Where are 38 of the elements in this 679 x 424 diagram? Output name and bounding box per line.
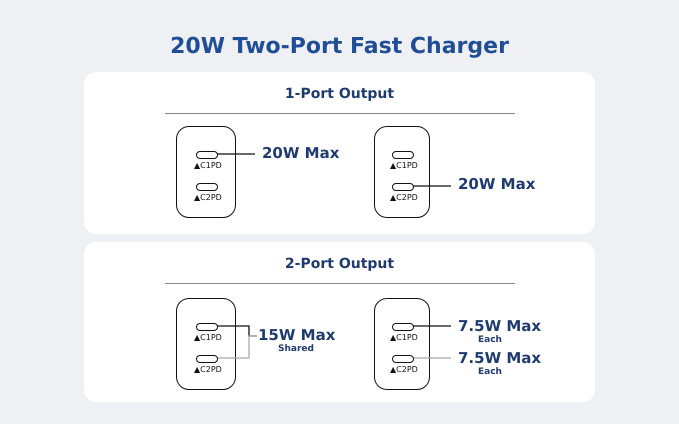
port-label: ▲C2PD: [194, 193, 222, 202]
title: 20W Two-Port Fast Charger: [169, 34, 510, 59]
leader-line: [217, 335, 257, 359]
power-rating: 7.5W Max: [458, 349, 542, 367]
port-label: ▲C1PD: [194, 333, 222, 342]
leader-line: [413, 357, 451, 359]
rating-note: Shared: [277, 344, 315, 354]
port-label: ▲C2PD: [194, 365, 222, 374]
port-label: ▲C2PD: [390, 193, 418, 202]
usb-c-port-icon: [196, 355, 218, 363]
charger-outline: [374, 126, 430, 218]
panel-card: [84, 72, 595, 234]
section-heading: 2-Port Output: [284, 256, 396, 272]
usb-c-port-icon: [196, 323, 218, 331]
power-rating: 15W Max: [258, 326, 336, 344]
port-label: ▲C1PD: [390, 333, 418, 342]
usb-c-port-icon: [392, 151, 414, 159]
section-heading: 1-Port Output: [284, 86, 396, 102]
charger-outline: [374, 298, 430, 390]
panel-card: [84, 242, 595, 402]
leader-line: [413, 325, 451, 327]
leader-line: [413, 185, 451, 187]
usb-c-port-icon: [196, 151, 218, 159]
usb-c-port-icon: [196, 183, 218, 191]
port-label: ▲C2PD: [390, 365, 418, 374]
charger-outline: [176, 126, 236, 218]
rating-note: Each: [477, 335, 503, 345]
charger-outline: [176, 298, 236, 390]
port-label: ▲C1PD: [390, 161, 418, 170]
usb-c-port-icon: [392, 355, 414, 363]
power-rating: 7.5W Max: [458, 317, 542, 335]
rating-note: Each: [477, 367, 503, 377]
leader-line: [217, 153, 255, 155]
port-label: ▲C1PD: [194, 161, 222, 170]
usb-c-port-icon: [392, 323, 414, 331]
power-rating: 20W Max: [458, 175, 536, 193]
usb-c-port-icon: [392, 183, 414, 191]
power-rating: 20W Max: [262, 144, 340, 162]
